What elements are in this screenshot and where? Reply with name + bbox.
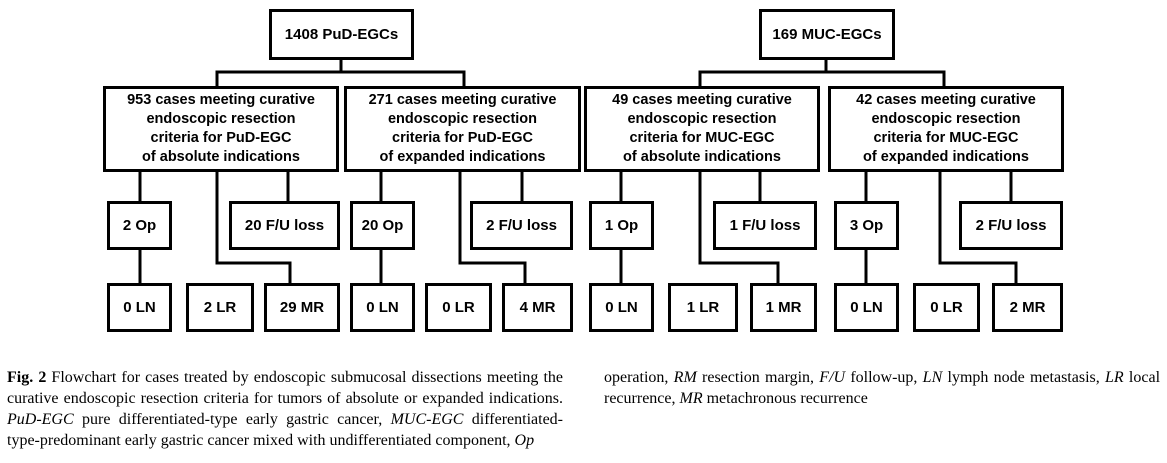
caption-text: follow-up, (845, 369, 923, 386)
abbr-pud-egc: PuD-EGC (7, 411, 74, 428)
caption-column-right: operation, RM resection margin, F/U foll… (604, 367, 1160, 409)
abbr-op: Op (514, 432, 535, 449)
muc-abs-ln-box: 0 LN (589, 283, 654, 332)
pud-exp-mr-box: 4 MR (502, 283, 573, 332)
muc-abs-op-box: 1 Op (589, 201, 654, 250)
caption-text: differentiated-type-predominant early ga… (7, 411, 563, 449)
connector-muc-abs (619, 169, 780, 285)
caption-text: resection margin, (696, 369, 820, 386)
pud-abs-mr-box: 29 MR (264, 283, 340, 332)
pud-abs-lr-box: 2 LR (186, 283, 254, 332)
muc-exp-ln-box: 0 LN (834, 283, 899, 332)
caption-text: Flowchart for cases treated by endoscopi… (7, 369, 564, 407)
muc-exp-op-box: 3 Op (834, 201, 899, 250)
muc-root-box: 169 MUC-EGCs (759, 9, 895, 60)
caption-text: operation, (604, 369, 674, 386)
muc-absolute-box: 49 cases meeting curative endoscopic res… (584, 86, 820, 172)
pud-abs-fu-loss-box: 20 F/U loss (229, 201, 340, 250)
pud-absolute-box: 953 cases meeting curative endoscopic re… (103, 86, 339, 172)
pud-abs-op-box: 2 Op (107, 201, 172, 250)
flowchart: 1408 PuD-EGCs 169 MUC-EGCs 953 cases mee… (103, 9, 1064, 332)
abbr-ln: LN (922, 369, 943, 386)
pud-exp-op-box: 20 Op (350, 201, 415, 250)
pud-exp-ln-box: 0 LN (350, 283, 415, 332)
pud-expanded-box: 271 cases meeting curative endoscopic re… (344, 86, 581, 172)
abbr-mr: MR (679, 390, 703, 407)
connector-pud-exp (379, 169, 527, 285)
pud-root-box: 1408 PuD-EGCs (269, 9, 414, 60)
connector-pud-abs (138, 169, 292, 285)
abbr-lr: LR (1105, 369, 1124, 386)
connector-pud-root (215, 56, 466, 88)
connector-lines (138, 56, 1018, 285)
muc-expanded-box: 42 cases meeting curative endoscopic res… (828, 86, 1064, 172)
abbr-fu: F/U (819, 369, 846, 386)
caption-text: lymph node metastasis, (942, 369, 1105, 386)
caption-text: pure differentiated-type early gastric c… (73, 411, 391, 428)
caption-text: metachronous recurrence (702, 390, 868, 407)
muc-abs-fu-loss-box: 1 F/U loss (713, 201, 817, 250)
connector-muc-root (698, 56, 946, 88)
muc-abs-mr-box: 1 MR (750, 283, 817, 332)
muc-abs-lr-box: 1 LR (668, 283, 738, 332)
pud-exp-fu-loss-box: 2 F/U loss (470, 201, 573, 250)
connector-muc-exp (864, 169, 1018, 285)
muc-exp-mr-box: 2 MR (992, 283, 1063, 332)
abbr-rm: RM (673, 369, 697, 386)
pud-abs-ln-box: 0 LN (107, 283, 172, 332)
pud-exp-lr-box: 0 LR (425, 283, 492, 332)
muc-exp-fu-loss-box: 2 F/U loss (959, 201, 1063, 250)
caption-column-left: Fig. 2 Flowchart for cases treated by en… (7, 367, 563, 451)
figure-label: Fig. 2 (7, 369, 47, 386)
muc-exp-lr-box: 0 LR (913, 283, 980, 332)
caption-text: local recurrence, (604, 369, 1161, 407)
abbr-muc-egc: MUC-EGC (390, 411, 464, 428)
figure-caption: Fig. 2 Flowchart for cases treated by en… (7, 367, 1160, 459)
